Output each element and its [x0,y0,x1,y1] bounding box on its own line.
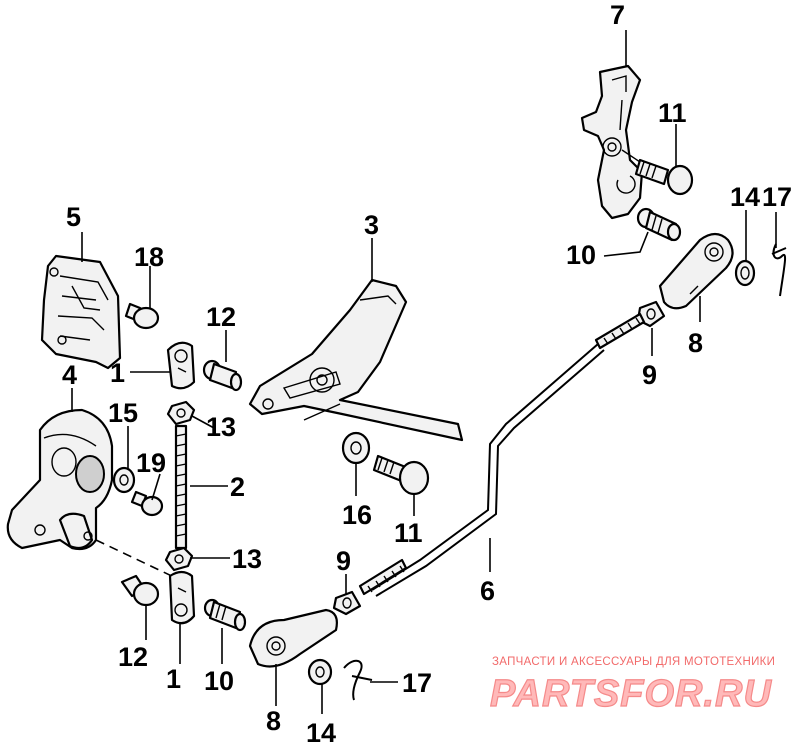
callout-4: 4 [62,360,77,390]
part-17-clip-upper [771,243,787,297]
part-9-nut-lower [332,590,362,616]
part-12-bolt-lower [120,574,160,607]
callout-15: 15 [108,398,138,428]
callout-8: 8 [266,706,281,736]
watermark-logo: PARTSFOR.RU [490,673,772,715]
callout-12: 12 [118,642,148,672]
callout-5: 5 [66,202,81,232]
callout-12: 12 [206,302,236,332]
part-12-pivot-upper [202,359,243,392]
callout-14: 14 [306,718,336,746]
part-14-washer-lower [307,658,333,686]
part-10-pin-lower [203,598,247,632]
callout-9: 9 [336,546,351,576]
callout-8: 8 [688,328,703,358]
callout-2: 2 [230,472,245,502]
callout-1: 1 [110,358,125,388]
callout-19: 19 [136,448,166,478]
leader-lines [71,30,777,714]
callout-10: 10 [204,666,234,696]
callout-1: 1 [166,664,181,694]
part-19-bolt [130,490,164,517]
callout-11: 11 [394,518,423,548]
callout-7: 7 [610,0,625,30]
callout-17: 17 [402,668,432,698]
watermark: ЗАПЧАСТИ И АКСЕССУАРЫ ДЛЯ МОТОТЕХНИКИ PA… [489,656,775,716]
part-10-pin-upper [636,207,682,242]
part-15-washer [112,466,136,494]
part-13-nut-upper [166,400,196,426]
callout-16: 16 [342,500,372,530]
part-1-rod-end-lower [168,570,196,625]
callout-14: 14 [730,182,760,212]
part-17-clip-lower [343,659,373,701]
part-6-control-rod [358,312,646,597]
callout-17: 17 [762,182,792,212]
part-8-link-upper [658,232,734,310]
callout-18: 18 [134,242,164,272]
callout-13: 13 [206,412,236,442]
part-11-bolt-lower [372,454,430,496]
callout-11: 11 [658,98,687,128]
part-16-washer [341,431,371,465]
part-1-rod-end-upper [166,341,196,390]
part-5-plate-bracket [40,254,122,370]
part-14-washer-upper [734,259,756,287]
part-13-nut-lower [164,546,194,572]
part-7-lever-bracket [580,64,644,220]
assembly-dash-line [95,539,177,579]
part-18-bolt [124,302,160,330]
callout-labels: 7 11 14 17 10 5 18 3 12 1 8 9 4 15 13 19… [62,0,792,746]
callout-3: 3 [364,210,379,240]
watermark-caption: ЗАПЧАСТИ И АКСЕССУАРЫ ДЛЯ МОТОТЕХНИКИ [492,656,775,668]
part-11-bolt-upper [621,149,694,196]
callout-6: 6 [480,576,495,606]
part-8-link-lower [248,608,338,668]
callout-13: 13 [232,544,262,574]
callout-10: 10 [566,240,596,270]
part-2-adjuster-rod [174,424,188,550]
part-4-housing [6,408,114,551]
part-3-pedal-lever [248,278,464,442]
callout-9: 9 [642,360,657,390]
